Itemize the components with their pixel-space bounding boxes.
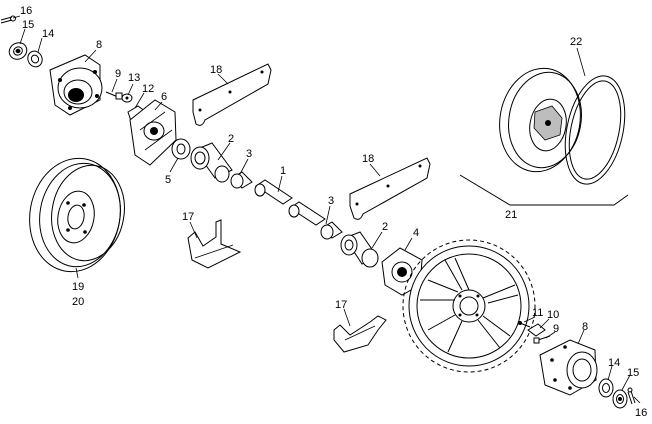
callout-17-upper: 17 [182, 211, 194, 223]
callout-labels: 16 15 14 8 9 13 12 6 18 2 3 1 5 17 19 20… [20, 5, 647, 419]
castle-nut-left [8, 42, 28, 60]
callout-1: 1 [280, 165, 286, 177]
callout-3-left: 3 [246, 148, 252, 160]
callout-8-left: 8 [96, 39, 102, 51]
callout-9-left: 9 [115, 68, 121, 80]
callout-15-right: 15 [627, 367, 639, 379]
callout-13: 13 [128, 72, 140, 84]
callout-16-left: 16 [20, 5, 32, 17]
bolt-9-left [105, 91, 123, 100]
wheel-hub-left [49, 54, 103, 116]
callout-2-right: 2 [382, 221, 388, 233]
bushing-3-right [320, 221, 343, 240]
nut-13-left [121, 93, 133, 103]
bolt-11-right [518, 321, 531, 328]
wheel-rim-left [29, 157, 125, 273]
group-bracket-21 [459, 174, 629, 206]
callout-3-right: 3 [328, 195, 334, 207]
leader-lines [12, 15, 641, 404]
cotter-pin-right [627, 387, 636, 405]
callout-4: 4 [413, 227, 419, 239]
clamp-17-upper [187, 219, 242, 269]
callout-10: 10 [547, 309, 559, 321]
callout-9-right: 9 [553, 323, 559, 335]
bracket-18-left [192, 63, 272, 126]
callout-12: 12 [142, 83, 154, 95]
callout-5: 5 [165, 174, 171, 186]
callout-6: 6 [161, 91, 167, 103]
callout-14-right: 14 [608, 357, 620, 369]
callout-15-left: 15 [22, 19, 34, 31]
callout-2-left: 2 [228, 133, 234, 145]
wheel-rim-right [499, 67, 582, 173]
callout-21: 21 [505, 209, 517, 221]
callout-14-left: 14 [42, 28, 54, 40]
bearing-housing-2-left [190, 142, 233, 183]
callout-11: 11 [532, 307, 543, 319]
callout-19: 19 [72, 281, 84, 293]
washer-5 [171, 138, 191, 160]
cotter-pin-left [0, 15, 16, 24]
callout-16-right: 16 [635, 407, 647, 419]
callout-17-lower: 17 [335, 299, 347, 311]
callout-18-right: 18 [362, 153, 374, 165]
bracket-18-right [349, 157, 431, 220]
washer-left [27, 50, 43, 68]
callout-20: 20 [72, 296, 84, 308]
callout-22: 22 [570, 36, 582, 48]
wheel-hub-right [539, 339, 598, 396]
castle-nut-right [612, 389, 628, 409]
callout-8-right: 8 [582, 321, 588, 333]
clamp-17-lower [333, 315, 387, 353]
brake-caliper-6 [129, 99, 177, 166]
tire-band-22 [564, 75, 626, 185]
bushing-3-left [230, 171, 253, 189]
washer-right [598, 378, 614, 398]
rear-sprocket [402, 239, 536, 373]
bearing-housing-2-right [340, 231, 379, 268]
callout-18-left: 18 [210, 64, 222, 76]
axle-1 [254, 179, 326, 226]
